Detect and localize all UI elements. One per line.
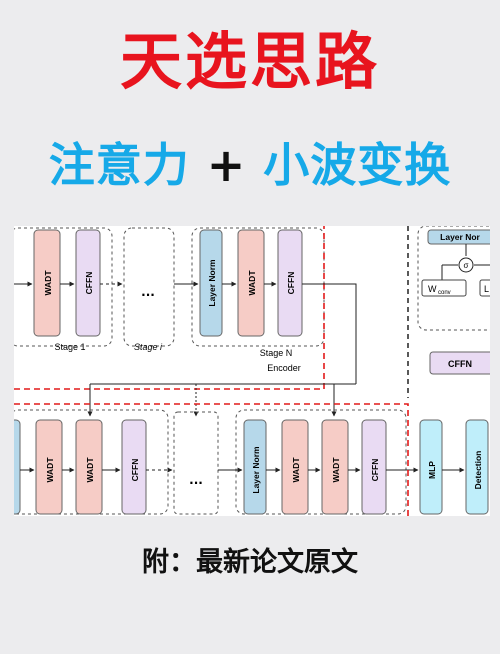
- subtitle-wavelet: 小波变换: [263, 138, 452, 192]
- stagei-label: Stage i: [134, 342, 163, 352]
- svg-text:Detection: Detection: [473, 451, 483, 490]
- encoder-label: Encoder: [267, 363, 301, 373]
- subtitle-attention: 注意力: [48, 138, 190, 192]
- top-wadt-1: WADT: [33, 229, 61, 337]
- encoder-red-border: [14, 226, 325, 390]
- svg-text:L: L: [484, 284, 489, 294]
- page-subtitle: 注意力 + 小波变换: [0, 133, 500, 197]
- top-ellipsis: ...: [141, 285, 155, 299]
- page-title: 天选思路: [119, 25, 380, 98]
- svg-text:CFFN: CFFN: [84, 272, 94, 295]
- svg-text:Layer Norm: Layer Norm: [207, 259, 217, 307]
- mlp-block: MLP: [419, 419, 443, 515]
- wconv-block: W conv: [421, 279, 467, 297]
- svg-text:CFFN: CFFN: [286, 272, 296, 295]
- stageN-dashed-box: [191, 227, 325, 347]
- top-wadt-2: WADT: [237, 229, 265, 337]
- footer-note: 附：最新论文原文: [142, 547, 358, 578]
- top-cffn-2: CFFN: [277, 229, 303, 337]
- svg-text:Layer Nor: Layer Nor: [440, 232, 480, 242]
- dec-stagei-dashed-box: [173, 411, 219, 515]
- stage1-label: Stage 1: [54, 342, 85, 352]
- decoder-red-border: [14, 403, 409, 516]
- bottom-cffn-2: CFFN: [361, 419, 387, 515]
- subtitle-plus: +: [206, 138, 247, 192]
- svg-text:WADT: WADT: [291, 457, 301, 483]
- svg-text:CFFN: CFFN: [130, 459, 140, 482]
- bottom-wadt-1: WADT: [35, 419, 63, 515]
- stageN-label: Stage N: [260, 348, 293, 358]
- svg-text:W: W: [428, 284, 437, 294]
- svg-text:CFFN: CFFN: [370, 459, 380, 482]
- svg-text:Layer Norm: Layer Norm: [251, 446, 261, 494]
- svg-text:WADT: WADT: [43, 270, 53, 296]
- svg-text:CFFN: CFFN: [448, 359, 472, 369]
- svg-text:WADT: WADT: [85, 457, 95, 483]
- bottom-partial-block: [14, 419, 21, 515]
- top-layer-norm: Layer Norm: [199, 229, 223, 337]
- top-cffn-1: CFFN: [75, 229, 101, 337]
- bottom-wadt-3: WADT: [281, 419, 309, 515]
- svg-text:WADT: WADT: [331, 457, 341, 483]
- dec-stageN-dashed-box: [235, 409, 407, 515]
- architecture-diagram: WADT CFFN ... Layer Norm WADT CFFN Stage…: [14, 226, 490, 516]
- bottom-wadt-4: WADT: [321, 419, 349, 515]
- stage1-dashed-box: [14, 227, 113, 347]
- svg-text:MLP: MLP: [427, 461, 437, 479]
- cut-l-block: L: [479, 279, 490, 297]
- sigma-node: σ: [458, 257, 474, 273]
- svg-text:σ: σ: [464, 261, 469, 270]
- detection-block: Detection: [465, 419, 489, 515]
- bottom-cffn-1: CFFN: [121, 419, 147, 515]
- stagei-dashed-box: [123, 227, 175, 347]
- bottom-layer-norm: Layer Norm: [243, 419, 267, 515]
- right-layer-norm: Layer Nor: [427, 229, 490, 245]
- bottom-ellipsis: ...: [189, 473, 203, 487]
- svg-text:WADT: WADT: [247, 270, 257, 296]
- svg-text:conv: conv: [438, 290, 451, 296]
- svg-text:WADT: WADT: [45, 457, 55, 483]
- right-cffn: CFFN: [429, 351, 490, 375]
- bottom-wadt-2: WADT: [75, 419, 103, 515]
